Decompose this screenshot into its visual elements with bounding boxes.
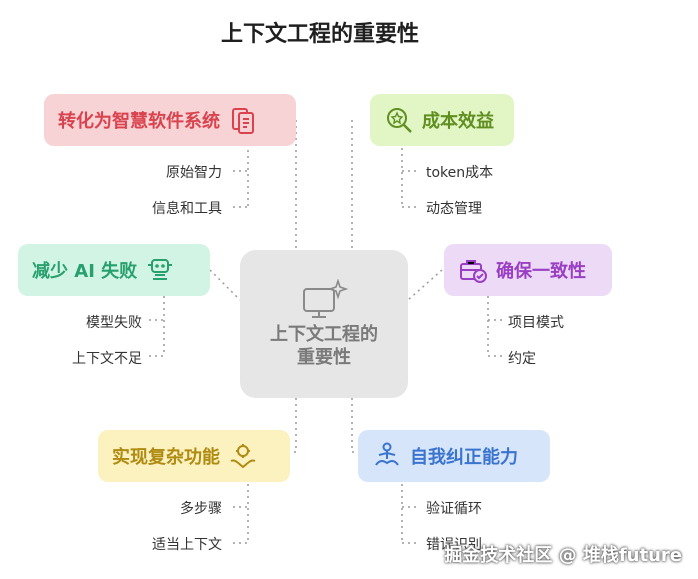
sub-item: 多步骤	[180, 501, 222, 517]
connector-reduce	[209, 269, 241, 301]
sub-item: 适当上下文	[152, 537, 222, 553]
sub-item: 上下文不足	[72, 351, 142, 367]
connector-complex	[290, 398, 297, 453]
connector-complex-items	[233, 484, 249, 544]
connector-reduce-items	[149, 296, 165, 357]
node-reduce: 减少 AI 失败	[18, 244, 210, 296]
robot-icon	[148, 259, 173, 280]
sub-item: token成本	[426, 165, 494, 181]
sub-item: 错误识别	[426, 537, 482, 553]
node-self: 自我纠正能力	[358, 430, 550, 482]
sub-item: 信息和工具	[152, 201, 222, 217]
sub-item: 项目模式	[508, 315, 564, 331]
coin-search-icon	[387, 108, 412, 133]
node-self-label: 自我纠正能力	[410, 447, 518, 468]
diagram-title: 上下文工程的重要性	[220, 22, 419, 47]
connector-self-items	[401, 484, 417, 544]
node-transform-label: 转化为智慧软件系统	[58, 111, 220, 132]
sub-item: 模型失败	[86, 315, 142, 331]
node-cost-label: 成本效益	[422, 111, 494, 132]
node-complex: 实现复杂功能	[98, 430, 290, 482]
center-node: 上下文工程的重要性	[240, 250, 408, 398]
monitor-sparkle-icon	[303, 279, 348, 318]
briefcase-check-icon	[460, 260, 487, 283]
connector-transform-items	[233, 150, 249, 208]
documents-icon	[232, 108, 254, 134]
connector-consistency-items	[487, 296, 503, 357]
connector-self	[351, 398, 358, 453]
meditation-icon	[375, 442, 399, 466]
sub-item: 原始智力	[166, 165, 222, 181]
sub-item: 验证循环	[426, 501, 482, 517]
hands-gear-icon	[230, 444, 256, 469]
sub-item: 动态管理	[426, 201, 482, 217]
center-label: 上下文工程的重要性	[270, 324, 378, 368]
node-consistency: 确保一致性	[444, 244, 612, 296]
connector-consistency	[407, 269, 443, 301]
watermark: 掘金技术社区 @ 堆栈future	[444, 545, 682, 566]
node-consistency-label: 确保一致性	[496, 261, 586, 282]
sub-item: 约定	[508, 351, 536, 367]
node-transform: 转化为智慧软件系统	[44, 94, 296, 146]
node-complex-label: 实现复杂功能	[112, 447, 220, 468]
node-cost: 成本效益	[370, 94, 514, 146]
node-reduce-label: 减少 AI 失败	[32, 261, 138, 282]
connector-cost-items	[401, 148, 417, 208]
